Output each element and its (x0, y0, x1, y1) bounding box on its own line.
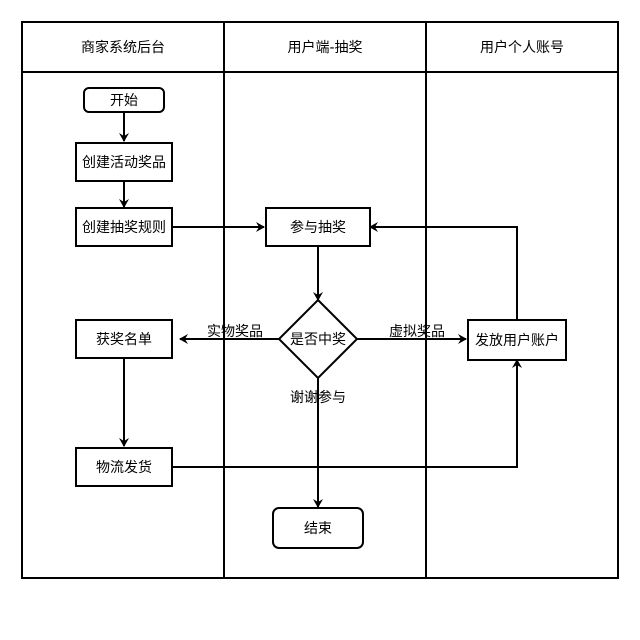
edge-label-thanks: 谢谢参与 (290, 389, 346, 406)
join-draw-node (265, 207, 371, 247)
winner-list-node (75, 319, 173, 359)
lane-title-user-account: 用户个人账号 (480, 39, 564, 56)
start-node-label: 开始 (110, 93, 138, 109)
create-prize-label: 创建活动奖品 (82, 154, 166, 171)
connectors (119, 112, 522, 508)
win-decision-node (277, 298, 359, 380)
edge-label-virtual-prize: 虚拟奖品 (389, 323, 445, 340)
lane-title-merchant-backend: 商家系统后台 (81, 39, 165, 56)
lane-title-user-draw: 用户端-抽奖 (287, 39, 362, 56)
edge-logistics-to-issue-account (172, 359, 522, 468)
start-node (83, 87, 165, 113)
logistics-node (75, 447, 173, 487)
create-rule-label: 创建抽奖规则 (82, 219, 166, 236)
join-draw-label: 参与抽奖 (290, 219, 346, 236)
winner-list-label: 获奖名单 (96, 331, 152, 348)
logistics-label: 物流发货 (96, 459, 152, 476)
win-decision-label: 是否中奖 (290, 331, 346, 348)
issue-account-node (467, 319, 567, 361)
end-node (272, 507, 364, 549)
end-node-label: 结束 (304, 521, 332, 537)
swimlane-frame (21, 21, 619, 579)
edge-issue-account-to-join-draw (369, 222, 518, 320)
create-prize-node (75, 142, 173, 182)
issue-account-label: 发放用户账户 (475, 332, 559, 349)
edge-label-physical-prize: 实物奖品 (207, 323, 263, 340)
create-rule-node (75, 207, 173, 247)
